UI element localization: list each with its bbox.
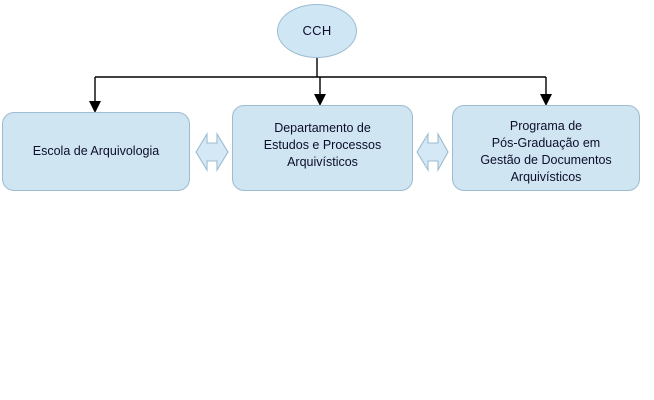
node-departamento-de-estudos-e-processos-arquivisticos[interactable]: Departamento de Estudos e Processos Arqu… — [232, 105, 413, 191]
node-escola-de-arquivologia-label: Escola de Arquivologia — [32, 144, 160, 158]
bidirectional-arrow-departamento-programa — [416, 131, 449, 173]
node-escola-de-arquivologia[interactable]: Escola de Arquivologia — [2, 112, 190, 191]
node-departamento-de-estudos-e-processos-arquivisticos-label: Departamento de Estudos e Processos Arqu… — [263, 121, 382, 169]
node-cch-label: CCH — [302, 22, 332, 38]
node-cch[interactable]: CCH — [277, 4, 357, 58]
node-programa-de-pos-graduacao-em-gestao-de-documentos-label: Programa de Pós-Graduação em Gestão de D… — [480, 119, 612, 184]
node-programa-de-pos-graduacao-em-gestao-de-documentos[interactable]: Programa de Pós-Graduação em Gestão de D… — [452, 105, 640, 191]
bidirectional-arrow-escola-departamento — [195, 132, 229, 172]
